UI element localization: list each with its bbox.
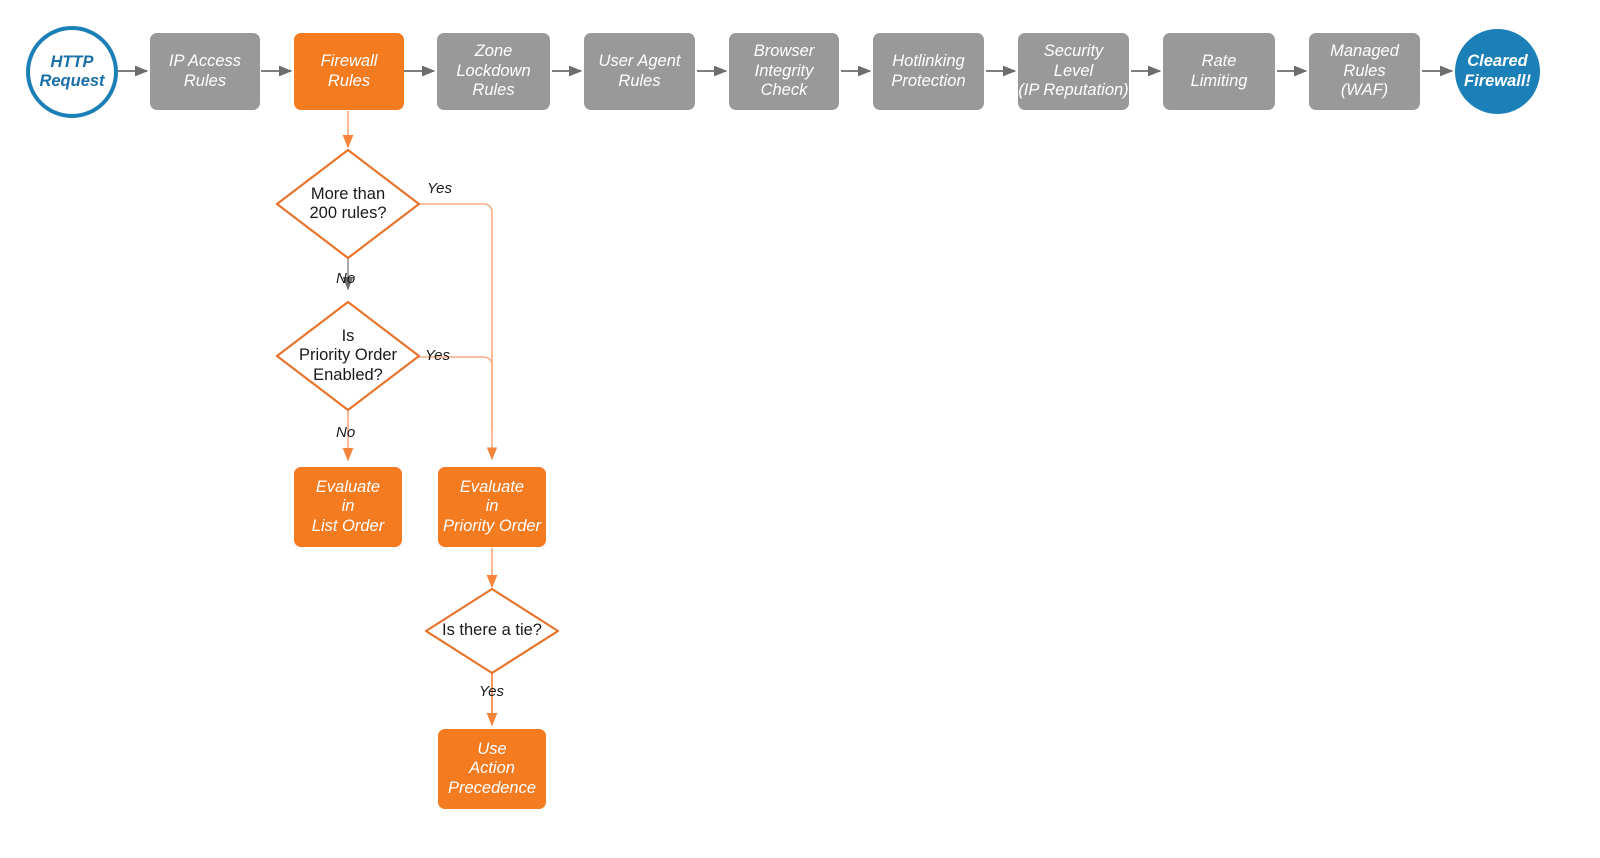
node-rate-limiting[interactable]: Rate Limiting [1163,33,1275,110]
node-evaluate-in-list-order[interactable]: Evaluate in List Order [294,467,402,547]
node-more-than-200-rules[interactable]: More than 200 rules? [277,150,419,258]
node-use-action-precedence[interactable]: Use Action Precedence [438,729,546,809]
node-label: Use Action Precedence [447,739,537,797]
node-label: Firewall Rules [320,52,378,90]
node-evaluate-in-priority-order[interactable]: Evaluate in Priority Order [438,467,546,547]
node-security-level[interactable]: Security Level (IP Reputation) [1018,33,1129,110]
node-label: Zone Lockdown Rules [456,42,531,100]
node-label: Managed Rules (WAF) [1330,42,1399,100]
edge-label-yes-priority-enabled: Yes [425,347,451,364]
node-browser-integrity-check[interactable]: Browser Integrity Check [729,33,839,110]
node-firewall-rules[interactable]: Firewall Rules [294,33,404,110]
edge-label-no-priority-enabled: No [336,424,356,441]
edge-label-no-more-than-200: No [336,270,356,287]
node-is-priority-order-enabled[interactable]: Is Priority Order Enabled? [277,302,419,410]
node-is-there-a-tie[interactable]: Is there a tie? [426,589,558,673]
node-label: IP Access Rules [168,52,242,90]
node-label: Is Priority Order Enabled? [298,326,398,384]
node-label: Browser Integrity Check [753,42,815,100]
node-label: Hotlinking Protection [891,52,966,90]
node-label: Cleared Firewall! [1464,52,1531,90]
edge-label-yes-is-there-a-tie: Yes [479,683,505,700]
node-label: User Agent Rules [598,52,681,90]
node-zone-lockdown-rules[interactable]: Zone Lockdown Rules [437,33,550,110]
node-hotlinking-protection[interactable]: Hotlinking Protection [873,33,984,110]
node-managed-rules-waf[interactable]: Managed Rules (WAF) [1309,33,1420,110]
node-label: Security Level (IP Reputation) [1018,42,1129,100]
edge-label-yes-more-than-200: Yes [427,180,453,197]
node-label: Rate Limiting [1190,52,1248,90]
node-label: HTTP Request [39,52,105,90]
node-cleared-firewall[interactable]: Cleared Firewall! [1455,29,1540,114]
node-label: Evaluate in List Order [311,477,385,535]
node-label: More than 200 rules? [309,184,387,222]
node-label: Evaluate in Priority Order [442,477,542,535]
node-ip-access-rules[interactable]: IP Access Rules [150,33,260,110]
node-label: Is there a tie? [442,621,542,640]
node-user-agent-rules[interactable]: User Agent Rules [584,33,695,110]
node-http-request[interactable]: HTTP Request [26,26,118,118]
